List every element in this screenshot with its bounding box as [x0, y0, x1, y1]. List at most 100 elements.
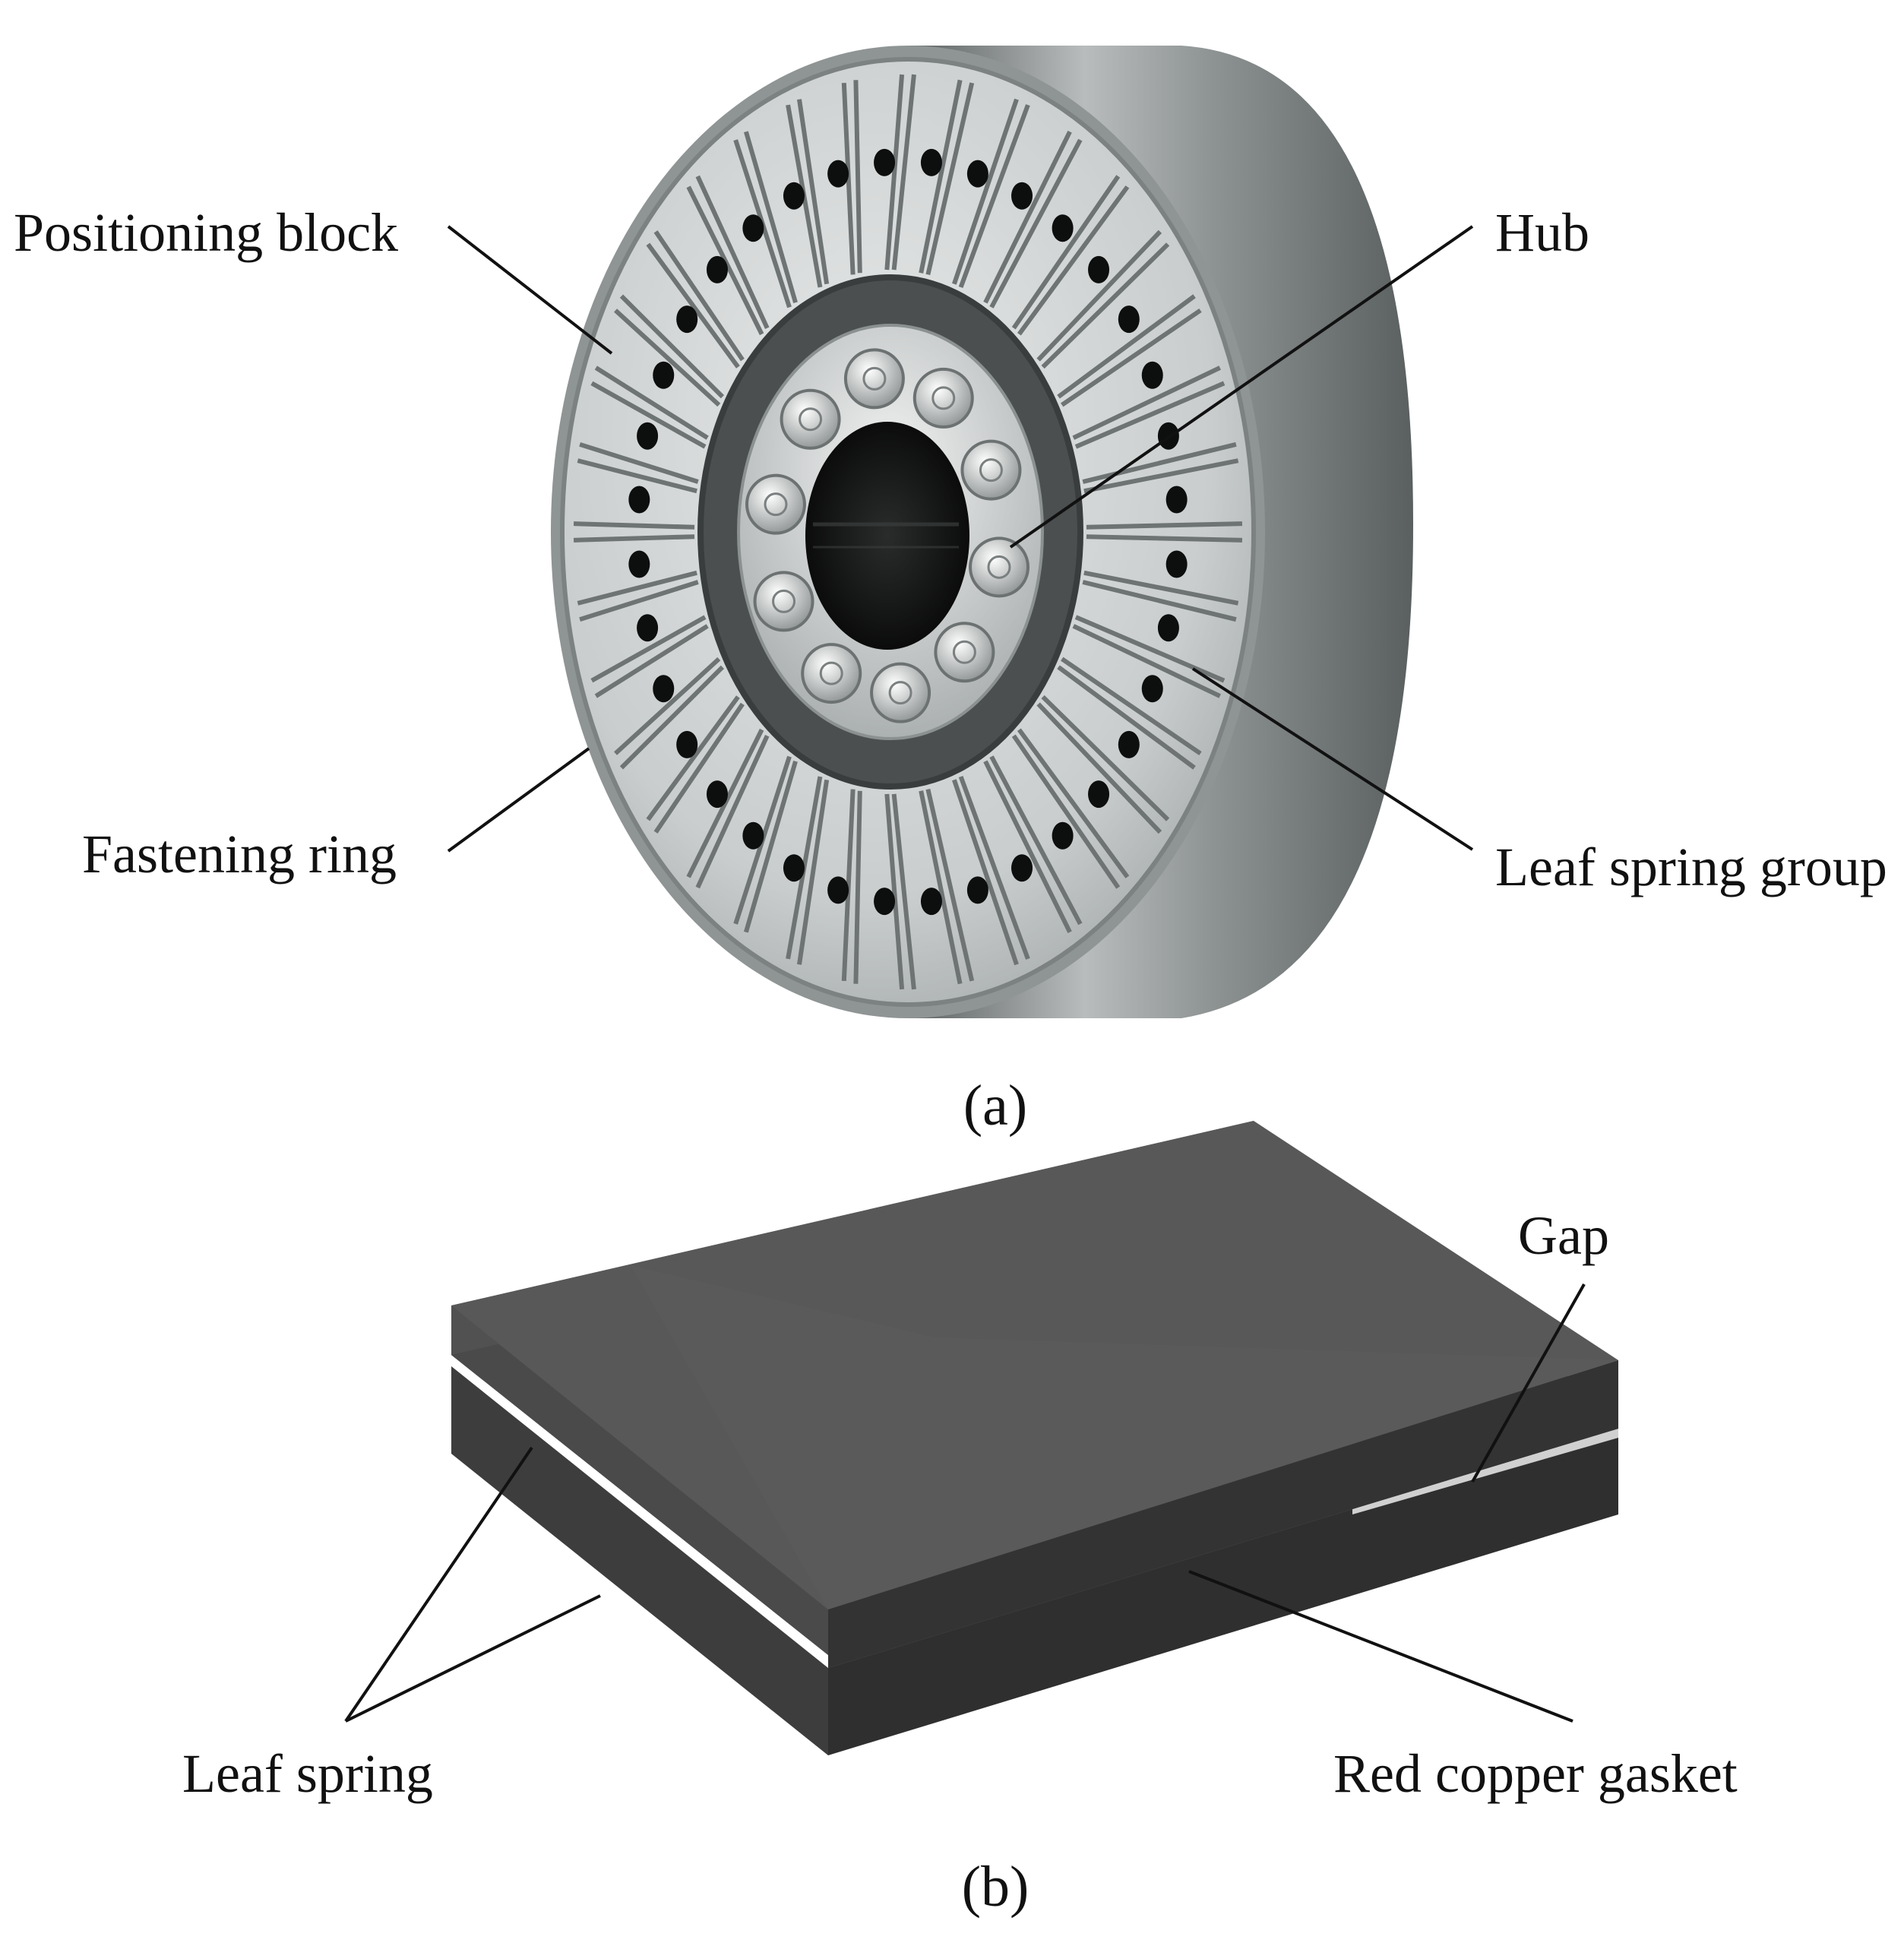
hub-bolt-socket [819, 661, 843, 685]
lower-leaf-spring-side [828, 1429, 1618, 1755]
leaf-spring [1072, 366, 1221, 440]
positioning-block-hole [676, 730, 698, 758]
leaf-spring [891, 74, 916, 271]
label-fastening-ring: Fastening ring [82, 824, 397, 885]
leaf-spring [590, 381, 707, 449]
hub-bolt-socket [862, 366, 887, 391]
positioning-block-hole [1118, 730, 1140, 758]
leader-leaf-spring-upper [344, 1446, 533, 1723]
leaf-spring [1011, 734, 1121, 889]
leaf-spring [579, 580, 699, 622]
leaf-spring-group-shape [573, 74, 1242, 990]
label-gap: Gap [1518, 1205, 1609, 1266]
hub-bolt [870, 662, 931, 723]
leader-leaf-spring-group [1191, 667, 1474, 851]
leaf-spring [1074, 615, 1226, 683]
leaf-spring [952, 779, 1019, 966]
leaf-spring [1041, 242, 1170, 369]
leaf-spring [884, 793, 905, 990]
label-red-copper-gasket: Red copper gasket [1333, 1743, 1738, 1804]
leaf-spring [919, 790, 963, 985]
leaf-spring [1083, 570, 1239, 606]
leaf-spring [619, 665, 725, 770]
upper-leaf-spring-slope [631, 1265, 1618, 1609]
leader-red-copper-gasket [1188, 1570, 1573, 1723]
leaf-spring [841, 82, 856, 275]
leaf-spring [853, 790, 862, 984]
positioning-block-hole [653, 675, 675, 703]
upper-leaf-spring-front [451, 1305, 828, 1655]
leaf-spring [983, 760, 1072, 934]
hub-bolt-socket [764, 492, 788, 517]
label-leaf-spring: Leaf spring [182, 1743, 433, 1804]
leaf-spring [919, 79, 963, 274]
leaf-spring [1086, 534, 1242, 543]
leaf-spring [1061, 308, 1202, 407]
positioning-block-hole [1141, 361, 1163, 389]
leader-positioning-block [447, 225, 613, 355]
leaf-spring [579, 441, 699, 484]
leaf-spring [619, 294, 725, 399]
leaf-spring [797, 99, 830, 285]
positioning-block-hole [827, 876, 849, 904]
panel-a: Positioning block Hub Fastening ring Lea… [14, 46, 1887, 1138]
leaf-spring [989, 755, 1083, 926]
positioning-block-hole [653, 361, 675, 389]
leaf-spring [989, 138, 1083, 309]
caption-a: (a) [963, 1074, 1027, 1138]
hub-bolt [934, 622, 995, 683]
leaf-spring [1083, 458, 1239, 494]
leader-gap [1471, 1283, 1586, 1483]
leaf-spring [841, 789, 856, 982]
leaf-spring-stack [451, 1121, 1618, 1755]
positioning-block-hole [637, 422, 659, 450]
positioning-block-hole [628, 486, 650, 514]
leaf-spring [1086, 521, 1242, 530]
leaf-spring [653, 702, 745, 834]
positioning-block-hole [827, 160, 849, 188]
leaf-spring [614, 309, 721, 407]
hub-bore [805, 422, 969, 650]
upper-leaf-spring-right-side [828, 1360, 1618, 1668]
gap-highlight [1352, 1429, 1618, 1514]
hub-bolt-socket [772, 589, 796, 613]
leaf-spring [573, 534, 695, 543]
positioning-block-hole [1011, 854, 1033, 882]
hub-bolt [745, 473, 806, 535]
positioning-block-hole [742, 214, 764, 242]
positioning-block-hole [966, 160, 988, 188]
positioning-block-hole [1088, 780, 1110, 809]
leaf-spring [1072, 624, 1221, 698]
leaf-spring [744, 761, 798, 933]
leaf-spring [983, 130, 1072, 304]
leaf-spring [614, 657, 721, 755]
positioning-block-hole [874, 148, 896, 176]
positioning-block-hole [706, 255, 728, 283]
positioning-block-hole [1165, 550, 1188, 578]
positioning-block-hole [966, 876, 988, 904]
positioning-block-hole [742, 821, 764, 850]
leaf-spring [594, 624, 709, 698]
positioning-block-hole [1157, 614, 1179, 642]
positioning-block-hole [628, 550, 650, 578]
hub-bolt [780, 388, 841, 450]
leaf-spring [1017, 728, 1130, 878]
positioning-block-hole [1011, 182, 1033, 210]
leaf-spring [577, 458, 697, 494]
leaf-spring [1036, 229, 1162, 362]
leaf-spring [744, 131, 798, 303]
positioning-block-hole [783, 182, 805, 210]
leaf-spring [646, 242, 740, 369]
positioning-block-hole [1088, 255, 1110, 283]
positioning-block-holes [628, 148, 1188, 916]
hub-bolt-socket [931, 386, 956, 410]
positioning-block-hole [676, 305, 698, 334]
positioning-block-hole [1141, 675, 1163, 703]
leaf-spring [686, 185, 764, 336]
leaf-spring [797, 779, 830, 965]
hub-bolt [753, 571, 814, 632]
hub-bolt-socket [799, 407, 823, 432]
hub-bolt [912, 367, 974, 429]
leader-hub [1009, 225, 1474, 549]
